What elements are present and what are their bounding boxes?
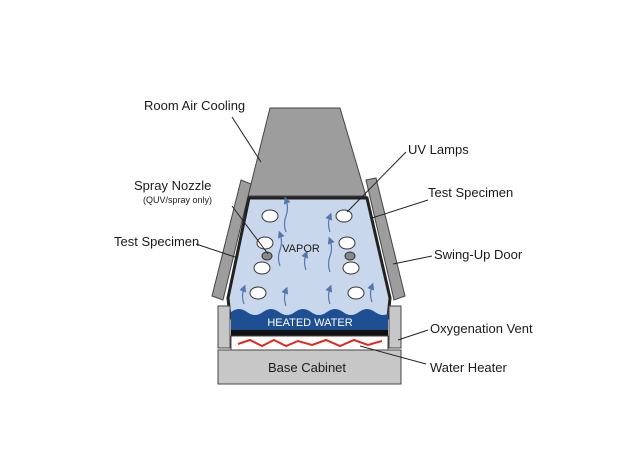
vapor-arrows	[239, 196, 375, 307]
heated-water-label: HEATED WATER	[267, 317, 352, 329]
test-specimen-right-label: Test Specimen	[428, 185, 513, 200]
spray-nozzle-right	[344, 251, 356, 261]
heated-water	[231, 309, 391, 330]
water-heater-element	[237, 338, 383, 348]
base-cabinet-label: Base Cabinet	[268, 360, 346, 375]
spray-nozzle-note: (QUV/spray only)	[143, 195, 212, 205]
uv-lamps-label: UV Lamps	[408, 142, 469, 157]
uv-lamps-left	[249, 209, 279, 300]
swing-up-door-label: Swing-Up Door	[434, 247, 523, 262]
cooling-hood	[247, 107, 367, 197]
water-heater-label: Water Heater	[430, 360, 507, 375]
vapor-label: VAPOR	[282, 243, 320, 255]
test-specimen-left-label: Test Specimen	[114, 234, 199, 249]
oxygenation-vent-label: Oxygenation Vent	[430, 321, 533, 336]
test-specimen-panel-left	[211, 179, 252, 301]
tank-wall-left	[217, 305, 231, 349]
spray-nozzle-label: Spray Nozzle	[134, 178, 211, 193]
room-air-cooling-label: Room Air Cooling	[144, 98, 245, 113]
base-cabinet	[217, 349, 402, 385]
test-specimen-panel-right	[365, 177, 406, 301]
test-chamber	[226, 196, 392, 320]
uv-lamps-right	[335, 209, 365, 300]
tank-wall-right	[388, 305, 402, 349]
tank-bottom	[231, 330, 388, 336]
